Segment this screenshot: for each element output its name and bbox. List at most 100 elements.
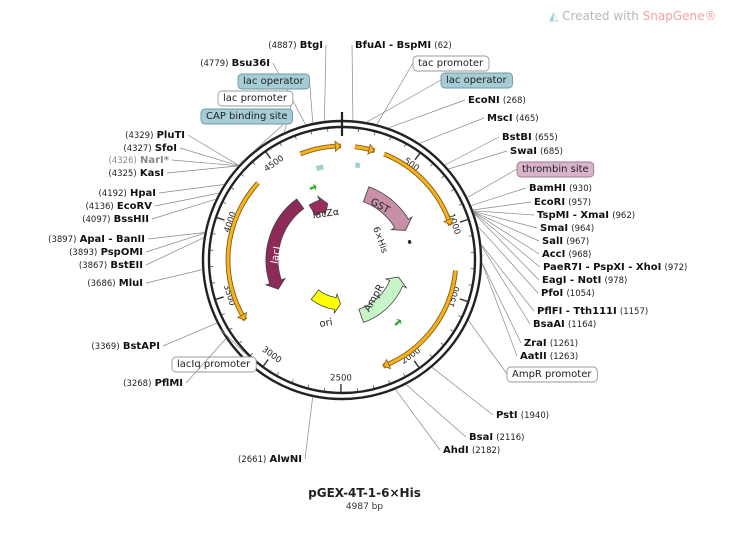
site-label-pflmi[interactable]: (3268) PflMI <box>123 378 183 389</box>
arrow-gst-region-head <box>443 217 455 226</box>
site-label-bstbi[interactable]: BstBI (655) <box>502 132 558 143</box>
site-label-ecorv[interactable]: (4136) EcoRV <box>85 201 152 212</box>
site-label-zrai[interactable]: ZraI (1261) <box>524 338 578 349</box>
feature-box-label-lac-promoter[interactable]: lac promoter <box>223 93 288 104</box>
site-label-swai[interactable]: SwaI (685) <box>510 146 563 157</box>
minor-tick <box>250 352 254 356</box>
site-label-aatii[interactable]: AatII (1263) <box>520 351 578 362</box>
feature-box-lac-operator <box>237 73 310 90</box>
feature-box-label-cap-binding-site[interactable]: CAP binding site <box>206 111 288 122</box>
site-label-bstapi[interactable]: (3369) BstAPI <box>91 341 160 352</box>
site-label-pflfi-tth111i[interactable]: PflFI - Tth111I (1157) <box>537 306 648 317</box>
site-label-smai[interactable]: SmaI (964) <box>540 223 594 234</box>
feature-box-tac-promoter <box>412 55 490 72</box>
site-label-pluti[interactable]: (4329) PluTI <box>125 130 185 141</box>
feature-box-label-lac-operator[interactable]: lac operator <box>446 75 507 86</box>
site-label-bfuai-bspmi[interactable]: BfuAI - BspMI (62) <box>355 40 452 51</box>
site-label-bsaai[interactable]: BsaAI (1164) <box>533 319 596 330</box>
site-label-psti[interactable]: PstI (1940) <box>496 410 549 421</box>
site-leader-line <box>324 44 327 122</box>
site-leader-line <box>162 322 218 347</box>
site-label-econi[interactable]: EcoNI (268) <box>468 95 526 106</box>
major-tick <box>413 360 420 368</box>
his-label: 6×His <box>370 226 389 255</box>
minor-tick <box>276 372 280 376</box>
site-label-kasi[interactable]: (4325) KasI <box>108 168 164 179</box>
arrow-lac-promoter-head <box>334 140 342 153</box>
site-label-ecori[interactable]: EcoRI (957) <box>534 197 591 208</box>
site-label-bsu36i[interactable]: (4779) Bsu36I <box>200 58 270 69</box>
major-tick <box>459 298 468 303</box>
minor-tick <box>458 203 462 206</box>
lac-promoter-green-arrow-head <box>312 183 317 191</box>
site-label-pfoi[interactable]: PfoI (1054) <box>541 288 595 299</box>
site-label-alwni[interactable]: (2661) AlwNI <box>238 454 302 465</box>
site-leader-line <box>473 210 538 229</box>
feature-box-label-ampr-promoter[interactable]: AmpR promoter <box>512 369 592 380</box>
feature-box-thrombin-site <box>516 161 595 178</box>
feature-box-label-tac-promoter[interactable]: tac promoter <box>418 58 484 69</box>
minor-tick <box>450 329 454 332</box>
minor-tick <box>441 175 445 179</box>
snapgene-branding: ◭ Created with SnapGene® <box>549 9 717 23</box>
minor-tick <box>373 132 376 136</box>
site-leader-line <box>470 187 527 206</box>
site-label-hpai[interactable]: (4192) HpaI <box>99 188 156 199</box>
feature-leader-line <box>366 79 442 123</box>
minor-tick <box>239 340 242 344</box>
minor-tick <box>310 131 313 135</box>
site-label-mlui[interactable]: (3686) MluI <box>87 278 143 289</box>
site-leader-line <box>166 165 239 174</box>
plasmid-name: pGEX-4T-1-6×His <box>308 486 421 500</box>
feature-box-label-laciq-promoter[interactable]: lacIq promoter <box>177 359 251 370</box>
site-label-msci[interactable]: MscI (465) <box>487 113 539 124</box>
site-leader-line <box>448 150 508 170</box>
site-label-bsai[interactable]: BsaI (2116) <box>469 432 525 443</box>
site-leader-line <box>171 159 239 167</box>
site-label-tspmi-xmai[interactable]: TspMI - XmaI (962) <box>537 210 635 221</box>
minor-tick <box>429 354 433 358</box>
minor-tick <box>440 342 444 346</box>
site-label-bsteii[interactable]: (3867) BstEII <box>79 260 143 271</box>
minor-tick <box>450 189 454 192</box>
site-label-bamhi[interactable]: BamHI (930) <box>529 183 592 194</box>
operator-mark <box>315 164 324 171</box>
plasmid-length: 4987 bp <box>345 502 384 512</box>
site-leader-line <box>154 192 220 207</box>
site-leader-line <box>158 184 225 194</box>
tick-label: 4500 <box>263 154 286 175</box>
site-label-nari[interactable]: (4326) NarI* <box>109 155 170 166</box>
site-label-ahdi[interactable]: AhdI (2182) <box>443 445 500 456</box>
site-leader-line <box>481 262 518 357</box>
laci-feature <box>264 198 305 290</box>
site-label-bsshii[interactable]: (4097) BssHII <box>82 214 149 225</box>
site-label-sali[interactable]: SalI (967) <box>542 236 589 247</box>
site-label-apai-banii[interactable]: (3897) ApaI - BanII <box>48 234 145 245</box>
site-label-paer7i-pspxi-xhoi[interactable]: PaeR7I - PspXI - XhoI (972) <box>543 262 687 273</box>
feature-leader-line <box>467 168 518 198</box>
lacza-label: lacZα <box>312 207 340 222</box>
site-leader-line <box>179 147 239 167</box>
site-leader-line <box>473 210 535 216</box>
feature-box-label-thrombin-site[interactable]: thrombin site <box>522 164 589 175</box>
site-label-btgi[interactable]: (4887) BtgI <box>268 40 323 51</box>
site-label-eagi-noti[interactable]: EagI - NotI (978) <box>542 275 627 286</box>
minor-tick <box>388 380 391 384</box>
arrow-ampr-region-head <box>382 358 392 370</box>
laci-label: lacI <box>270 246 284 265</box>
feature-box-lac-operator <box>440 72 513 89</box>
minor-tick <box>468 235 472 237</box>
site-label-pspomi[interactable]: (3893) PspOMI <box>69 247 143 258</box>
gst-feature <box>362 186 413 231</box>
minor-tick <box>231 187 235 190</box>
major-tick <box>414 152 421 161</box>
ori-feature <box>310 289 341 314</box>
feature-box-label-lac-operator[interactable]: lac operator <box>243 76 304 87</box>
arrow-laci-region <box>226 181 260 321</box>
site-leader-line <box>151 198 217 220</box>
ori-label: ori <box>319 317 333 330</box>
site-label-sfoi[interactable]: (4327) SfoI <box>123 143 177 154</box>
site-label-acci[interactable]: AccI (968) <box>542 249 591 260</box>
site-leader-line <box>444 136 500 166</box>
